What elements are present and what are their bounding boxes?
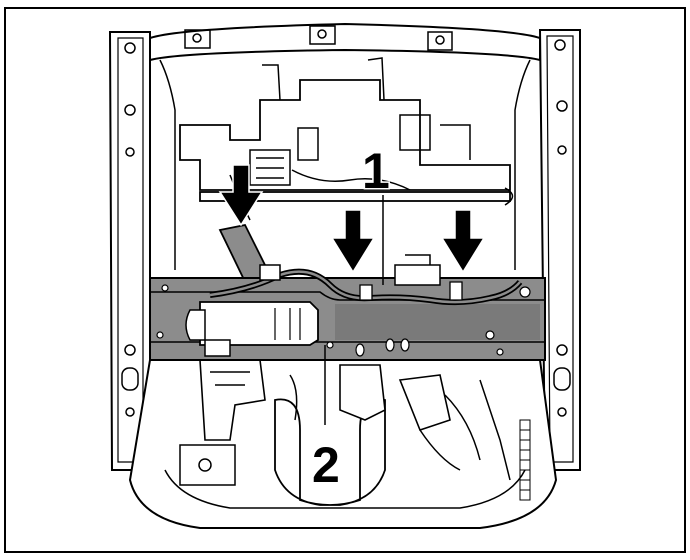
cross-member-upper-flange (150, 291, 545, 301)
lower-left-mechanism (199, 359, 266, 441)
rail-hole (125, 147, 135, 157)
rail-hole (556, 100, 568, 112)
cross-member-hole (519, 286, 531, 298)
lower-left-plate (179, 444, 236, 486)
cross-member-slot (400, 338, 410, 352)
horizontal-rod (199, 191, 511, 202)
rail-slot (553, 367, 571, 391)
upper-bracket (179, 79, 511, 191)
rail-slot (121, 367, 139, 391)
right-rack (519, 419, 531, 501)
cross-member-dark-band (335, 304, 540, 340)
seat-motor (199, 301, 319, 346)
image-frame (4, 7, 686, 553)
shell-tab (184, 25, 453, 51)
plate-hole (198, 458, 212, 472)
shell-hole (317, 29, 327, 39)
harness-clips (359, 281, 463, 301)
cross-member-hole (485, 330, 495, 340)
shell-hole (192, 33, 202, 43)
cross-member-hole (326, 341, 334, 349)
callout-1-label: 1 (362, 143, 390, 199)
cross-member-hole (156, 331, 164, 339)
rail-hole (557, 145, 567, 155)
rod-end (504, 187, 514, 206)
cross-member-slot (355, 343, 365, 357)
cross-member-hole (161, 284, 169, 292)
shell-hole (435, 35, 445, 45)
motor-end-cap (185, 309, 206, 341)
harness-connectors (259, 254, 441, 286)
rail-hole (125, 407, 135, 417)
seat-back-inner-edge (159, 59, 531, 270)
callout-2-label: 2 (312, 437, 340, 493)
rail-hole (556, 344, 568, 356)
motor-connector (204, 339, 231, 357)
upper-bracket-detail (262, 57, 471, 160)
cross-member-hole (496, 348, 504, 356)
seat-pan-inner (164, 469, 526, 509)
connector-upper-mid (297, 127, 319, 161)
rail-hole (124, 344, 136, 356)
down-arrow-icon (330, 209, 376, 274)
down-arrow-icon (218, 164, 264, 227)
down-arrow-icon (440, 209, 486, 274)
rail-hole (124, 42, 136, 54)
lower-wiring (289, 374, 511, 481)
rail-hole (557, 407, 567, 417)
rail-hole (554, 39, 566, 51)
cross-member-slot (385, 338, 395, 352)
rail-hole (124, 104, 136, 116)
connector-upper-left (249, 149, 291, 186)
right-side-rail-inner (546, 35, 574, 463)
lower-right-mechanism (339, 364, 451, 431)
seat-motor-ribs (274, 308, 301, 340)
